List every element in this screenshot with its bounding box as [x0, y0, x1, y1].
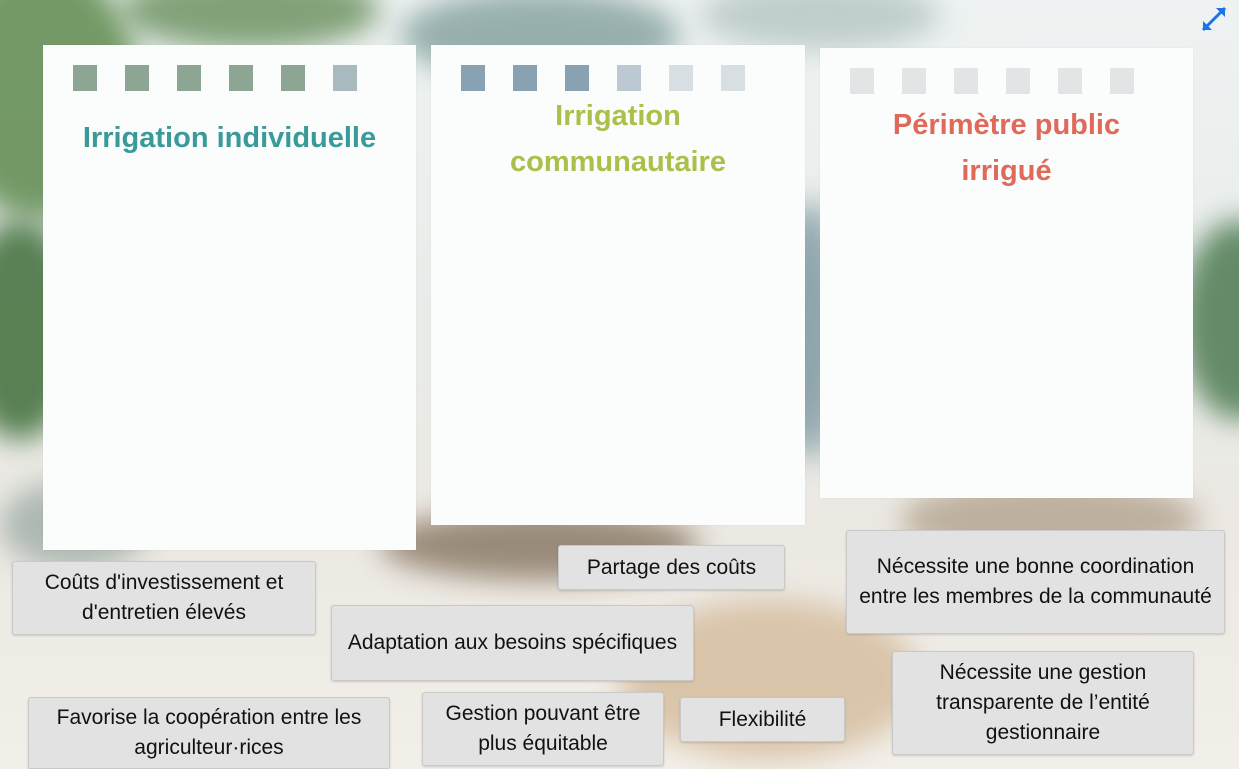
column-title: Irrigation communautaire: [510, 100, 726, 178]
paper-holes: [73, 65, 406, 91]
card-cost-sharing[interactable]: Partage des coûts: [558, 545, 785, 590]
card-equitable[interactable]: Gestion pouvant être plus équitable: [422, 692, 664, 766]
card-cooperation[interactable]: Favorise la coopération entre les agricu…: [28, 697, 390, 769]
card-coordination[interactable]: Nécessite une bonne coordination entre l…: [846, 530, 1225, 634]
paper-holes: [461, 65, 795, 91]
card-adaptation[interactable]: Adaptation aux besoins spécifiques: [331, 605, 694, 681]
expand-icon[interactable]: [1197, 2, 1231, 36]
column-community[interactable]: Irrigation communautaire: [431, 45, 805, 525]
column-title: Périmètre public irrigué: [892, 109, 1121, 187]
card-flexibility[interactable]: Flexibilité: [680, 697, 845, 742]
column-individual[interactable]: Irrigation individuelle: [43, 45, 416, 550]
column-title: Irrigation individuelle: [82, 122, 377, 154]
paper-holes: [850, 68, 1183, 94]
column-public[interactable]: Périmètre public irrigué: [820, 48, 1193, 498]
card-costs-high[interactable]: Coûts d'investissement et d'entretien él…: [12, 561, 316, 635]
card-transparent-management[interactable]: Nécessite une gestion transparente de l’…: [892, 651, 1194, 755]
